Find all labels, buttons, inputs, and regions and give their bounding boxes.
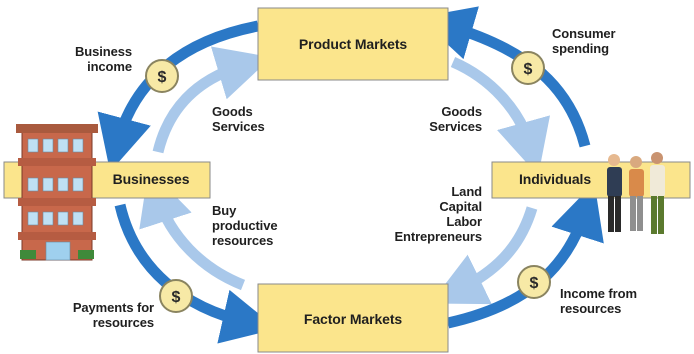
label-line: productive xyxy=(212,218,278,233)
label-line: Business xyxy=(74,44,132,59)
goods-services-left-label: Goods Services xyxy=(212,104,282,134)
coin-consumer-spending-icon: $ xyxy=(511,51,545,85)
arrow-resources-to-factor-markets xyxy=(430,206,538,305)
label-line: Labor xyxy=(446,214,482,229)
label-line: income xyxy=(87,59,132,74)
dollar-sign: $ xyxy=(524,61,533,78)
coin-income-from-resources-icon: $ xyxy=(517,265,551,299)
payments-for-resources-label: Payments for resources xyxy=(50,300,154,330)
dollar-sign: $ xyxy=(158,69,167,86)
goods-services-right-label: Goods Services xyxy=(410,104,482,134)
label-line: Capital xyxy=(439,199,482,214)
product-markets-label: Product Markets xyxy=(298,36,408,52)
buy-productive-resources-label: Buy productive resources xyxy=(212,203,302,248)
label-line: Services xyxy=(429,119,482,134)
factor-markets-box xyxy=(257,283,449,353)
label-line: resources xyxy=(92,315,154,330)
label-line: resources xyxy=(560,301,622,316)
coin-payments-for-resources-icon: $ xyxy=(159,279,193,313)
arrow-goods-services-to-individuals xyxy=(450,56,551,176)
label-line: Goods xyxy=(441,104,482,119)
label-line: resources xyxy=(212,233,274,248)
arrow-goods-services-to-businesses xyxy=(152,46,272,154)
coin-business-income-icon: $ xyxy=(145,59,179,93)
label-line: Entrepreneurs xyxy=(394,229,482,244)
individuals-label: Individuals xyxy=(518,171,592,187)
income-from-resources-label: Income from resources xyxy=(560,286,660,316)
people-icon xyxy=(607,152,665,234)
dollar-sign: $ xyxy=(530,275,539,292)
office-building-icon xyxy=(16,124,98,261)
label-line: Services xyxy=(212,119,265,134)
label-line: Payments for xyxy=(72,300,154,315)
label-line: Buy xyxy=(212,203,237,218)
label-line: spending xyxy=(552,41,609,56)
arrow-buy-productive-resources xyxy=(139,168,246,291)
consumer-spending-label: Consumer spending xyxy=(552,26,642,56)
business-income-label: Business income xyxy=(60,44,132,74)
businesses-label: Businesses xyxy=(112,171,190,187)
label-line: Land xyxy=(451,184,482,199)
dollar-sign: $ xyxy=(172,289,181,306)
label-line: Consumer xyxy=(552,26,616,41)
factor-markets-label: Factor Markets xyxy=(303,311,403,327)
label-line: Goods xyxy=(212,104,253,119)
product-markets-box xyxy=(257,7,449,81)
land-capital-labor-label: Land Capital Labor Entrepreneurs xyxy=(378,184,482,244)
label-line: Income from xyxy=(560,286,637,301)
